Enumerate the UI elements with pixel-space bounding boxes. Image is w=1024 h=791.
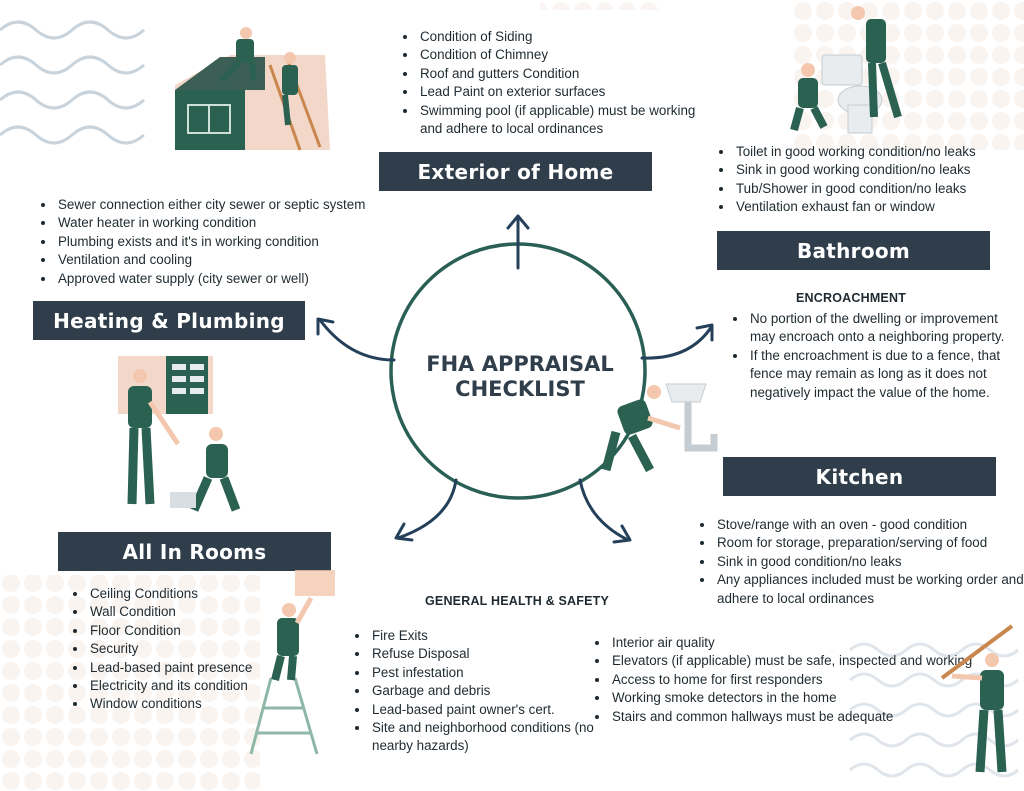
plumbers-toilet-illustration [790,6,902,134]
arrow-down-left [394,478,458,542]
list-item: Sewer connection either city sewer or se… [56,196,416,214]
list-item: Pest infestation [370,664,610,682]
list-item: Working smoke detectors in the home [610,689,1020,707]
exterior-list: Condition of Siding Condition of Chimney… [396,28,708,138]
list-item: Ventilation and cooling [56,251,416,269]
center-title-line2: CHECKLIST [455,377,585,401]
list-item: Ventilation exhaust fan or window [734,198,1024,216]
encroachment-list: No portion of the dwelling or improvemen… [726,310,1024,402]
kitchen-list: Stove/range with an oven - good conditio… [693,516,1024,608]
bathroom-list: Toilet in good working condition/no leak… [712,143,1024,217]
electricians-panel-illustration [118,356,241,512]
plumber-sink-illustration [601,383,718,473]
list-item: Sink in good condition/no leaks [715,553,1024,571]
list-item: Plumbing exists and it's in working cond… [56,233,416,251]
list-item: Water heater in working condition [56,214,416,232]
list-item: Interior air quality [610,634,1020,652]
list-item: No portion of the dwelling or improvemen… [748,310,1024,347]
wave-lines-top-left [0,20,145,145]
health-heading: GENERAL HEALTH & SAFETY [425,594,610,608]
list-item: Lead-based paint presence [88,659,308,677]
list-item: Site and neighborhood conditions (no nea… [370,719,610,756]
exterior-heading: Exterior of Home [417,159,614,184]
roofers-house-illustration [175,27,330,151]
list-item: Roof and gutters Condition [418,65,708,83]
list-item: Stove/range with an oven - good conditio… [715,516,1024,534]
kitchen-banner: Kitchen [723,457,996,496]
list-item: Swimming pool (if applicable) must be wo… [418,102,708,139]
kitchen-heading: Kitchen [815,464,904,489]
list-item: Stairs and common hallways must be adequ… [610,708,1020,726]
health-list-left: Fire Exits Refuse Disposal Pest infestat… [348,627,610,756]
heating-heading: Heating & Plumbing [53,308,285,333]
heating-list: Sewer connection either city sewer or se… [34,196,416,288]
arrow-left [316,317,396,362]
list-item: Window conditions [88,695,308,713]
list-item: Sink in good working condition/no leaks [734,161,1024,179]
rooms-heading: All In Rooms [122,539,267,564]
list-item: Wall Condition [88,603,308,621]
list-item: Toilet in good working condition/no leak… [734,143,1024,161]
worker-tool-illustration [940,624,1014,773]
bathroom-heading: Bathroom [796,238,911,263]
list-item: Condition of Chimney [418,46,708,64]
list-item: Garbage and debris [370,682,610,700]
bathroom-banner: Bathroom [717,231,990,270]
list-item: Electricity and its condition [88,677,308,695]
list-item: Elevators (if applicable) must be safe, … [610,652,1020,670]
list-item: Access to home for first responders [610,671,1020,689]
list-item: Security [88,640,308,658]
list-item: Condition of Siding [418,28,708,46]
rooms-banner: All In Rooms [58,532,331,571]
health-list-right: Interior air quality Elevators (if appli… [588,634,1020,726]
list-item: Approved water supply (city sewer or wel… [56,270,416,288]
exterior-banner: Exterior of Home [379,152,652,191]
list-item: Lead Paint on exterior surfaces [418,83,708,101]
center-title: FHA APPRAISAL CHECKLIST [400,352,640,402]
list-item: Tub/Shower in good condition/no leaks [734,180,1024,198]
list-item: If the encroachment is due to a fence, t… [748,347,1024,402]
list-item: Refuse Disposal [370,645,610,663]
heating-banner: Heating & Plumbing [33,301,305,340]
painter-ladder-illustration [249,570,335,755]
arrow-right [640,323,714,360]
list-item: Any appliances included must be working … [715,571,1024,608]
center-title-line1: FHA APPRAISAL [426,352,614,376]
list-item: Floor Condition [88,622,308,640]
list-item: Room for storage, preparation/serving of… [715,534,1024,552]
list-item: Lead-based paint owner's cert. [370,701,610,719]
list-item: Fire Exits [370,627,610,645]
rooms-list: Ceiling Conditions Wall Condition Floor … [66,585,308,714]
arrow-up [506,214,530,270]
encroachment-heading: ENCROACHMENT [796,291,907,305]
list-item: Ceiling Conditions [88,585,308,603]
arrow-down-right [578,478,632,544]
